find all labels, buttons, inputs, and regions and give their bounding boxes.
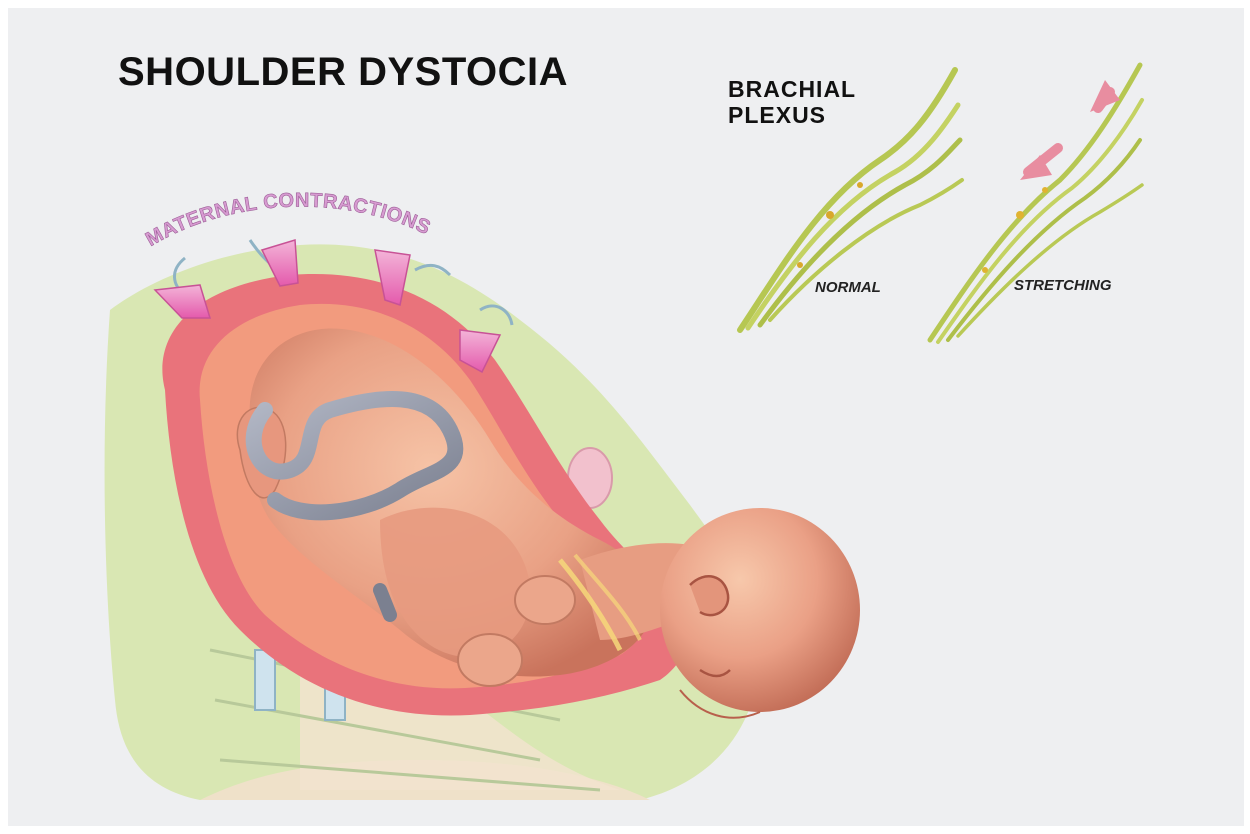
brachial-plexus-title-line1: BRACHIAL xyxy=(728,76,856,102)
brachial-plexus-title-line2: PLEXUS xyxy=(728,102,856,128)
umbilical-cord-end xyxy=(380,590,390,615)
normal-label: NORMAL xyxy=(815,279,881,296)
spine-segment xyxy=(255,650,275,710)
fetus-head xyxy=(660,508,860,712)
brachial-plexus-title: BRACHIAL PLEXUS xyxy=(728,76,856,128)
diagram-title: SHOULDER DYSTOCIA xyxy=(118,50,568,95)
stretching-label: STRETCHING xyxy=(1014,277,1112,294)
